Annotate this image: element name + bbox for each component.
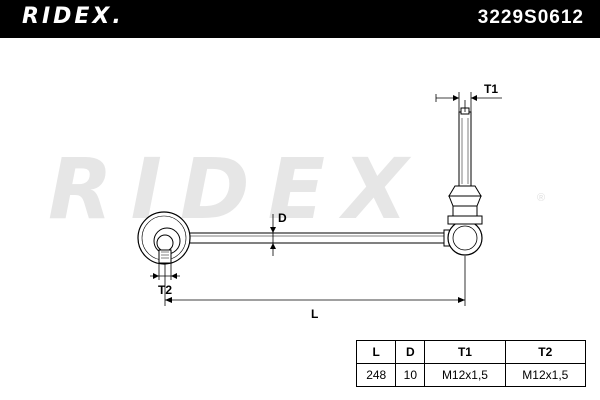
specs-value-t1: M12x1,5 xyxy=(424,363,506,387)
part-number: 3229S0612 xyxy=(477,7,584,28)
dimension-label-d: D xyxy=(278,211,287,225)
dimension-l xyxy=(164,256,466,306)
specs-value-l: 248 xyxy=(355,363,397,387)
watermark-text: RIDEX xyxy=(48,140,426,238)
specs-value-t2: M12x1,5 xyxy=(504,363,587,387)
specs-value-row: 248 10 M12x1,5 M12x1,5 xyxy=(355,363,587,387)
brand-logo: RIDEX. xyxy=(22,4,124,29)
specs-header-l: L xyxy=(355,340,397,364)
specs-header-t2: T2 xyxy=(504,340,587,364)
specs-header-row: L D T1 T2 xyxy=(355,340,587,364)
dimension-d xyxy=(270,214,276,256)
dimension-t1 xyxy=(435,92,502,112)
left-ball-joint xyxy=(137,211,191,265)
dimension-label-t1: T1 xyxy=(484,82,498,96)
specs-header-t1: T1 xyxy=(424,340,506,364)
header-bar: RIDEX. 3229S0612 xyxy=(0,0,600,38)
specs-header-d: D xyxy=(395,340,426,364)
watermark-registered-mark: ® xyxy=(537,192,546,204)
dimension-label-l: L xyxy=(311,307,318,321)
specs-value-d: 10 xyxy=(395,363,426,387)
rod xyxy=(183,232,447,244)
specs-table: L D T1 T2 248 10 M12x1,5 M12x1,5 xyxy=(355,340,587,387)
right-ball-joint xyxy=(443,100,483,256)
